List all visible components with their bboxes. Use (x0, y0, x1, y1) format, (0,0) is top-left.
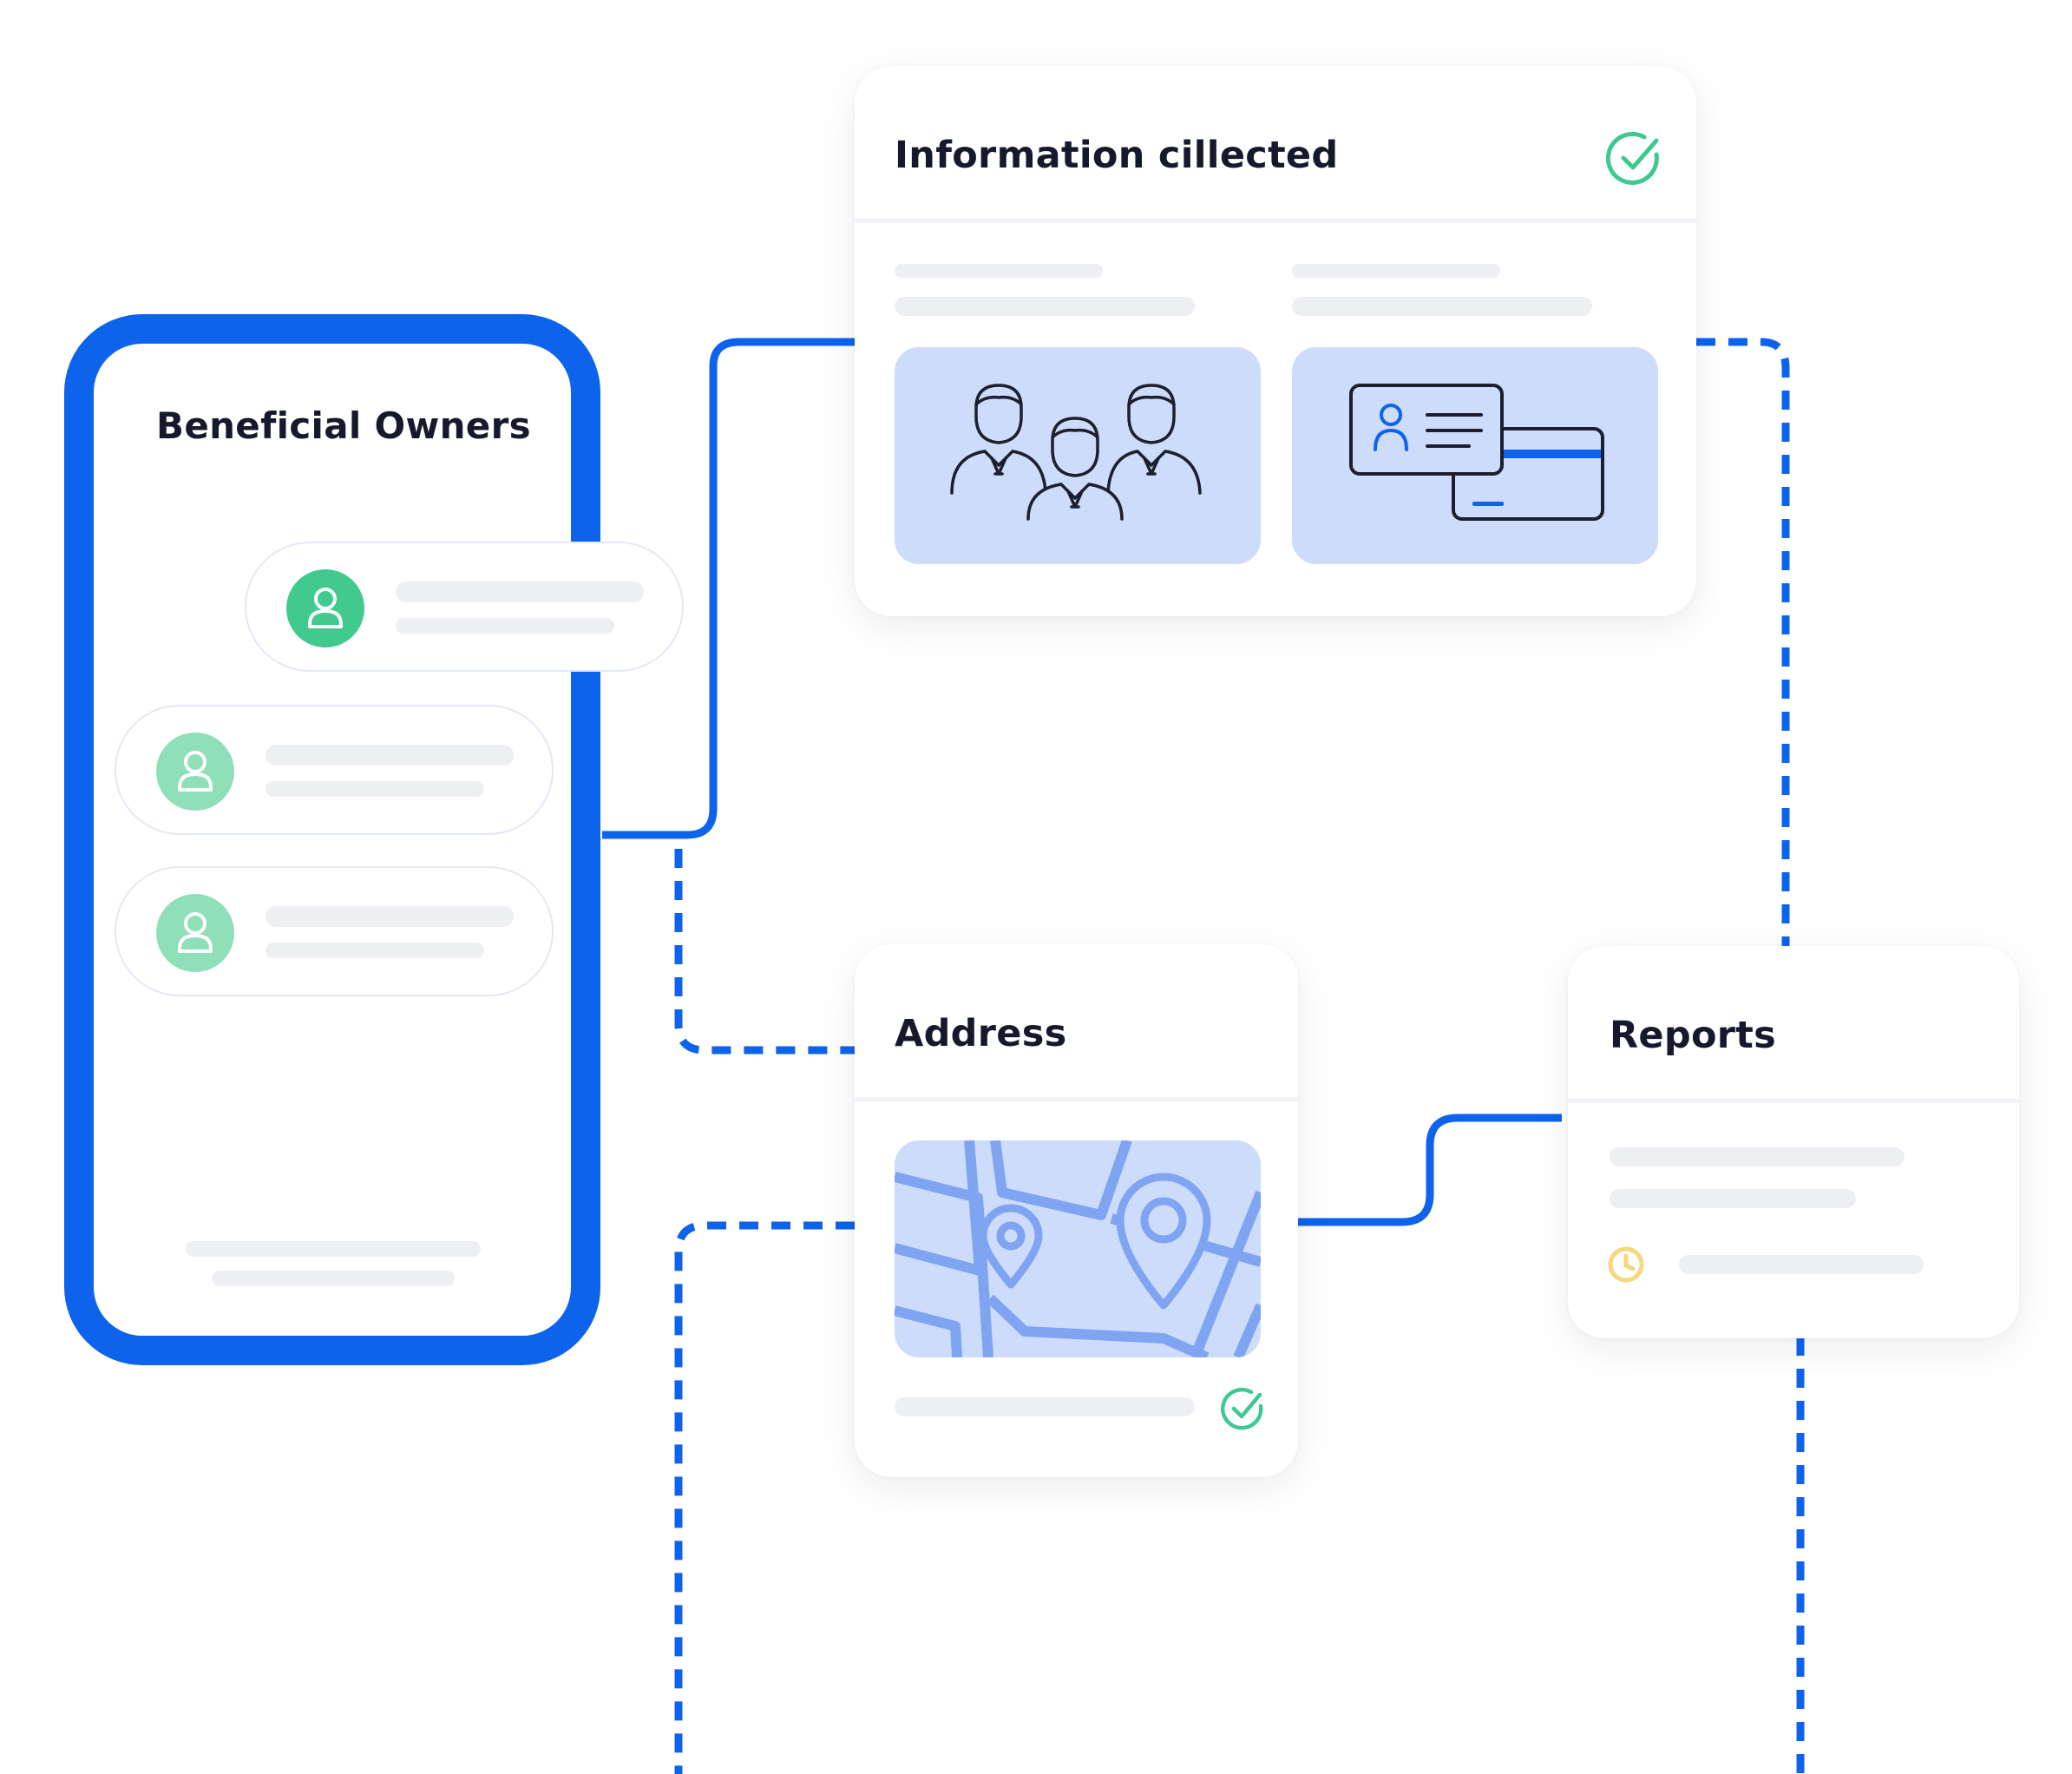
information-card-divider (855, 219, 1696, 223)
owner-avatar (156, 894, 234, 972)
beneficial-owners-phone: Beneficial Owners (64, 314, 600, 1365)
reports-card-title: Reports (1610, 1014, 1777, 1057)
field-value-placeholder (1292, 297, 1592, 316)
connector-address-down (674, 1221, 855, 1774)
phone-footer-line (186, 1241, 481, 1257)
address-card-divider (855, 1097, 1298, 1101)
connector-info-reports (1696, 338, 1790, 946)
connector-address-reports (1298, 1114, 1562, 1226)
information-card-title: Information cillected (895, 134, 1339, 177)
map-icon (895, 1140, 1261, 1357)
field-label-placeholder (895, 264, 1103, 278)
phone-title: Beneficial Owners (156, 404, 531, 447)
report-line-placeholder (1610, 1189, 1856, 1208)
address-card-title: Address (895, 1012, 1067, 1055)
report-status-placeholder (1679, 1255, 1924, 1274)
owner-name-placeholder (266, 745, 514, 765)
owner-detail-placeholder (266, 943, 484, 958)
owner-list-item[interactable] (115, 705, 554, 835)
id-card-icon (1349, 384, 1604, 521)
check-circle-icon (1220, 1387, 1263, 1430)
connector-phone-info (602, 338, 855, 839)
address-card[interactable]: Address (855, 944, 1298, 1477)
owner-name-placeholder (266, 906, 514, 927)
field-value-placeholder (895, 297, 1195, 316)
information-card[interactable]: Information cillected (855, 66, 1696, 616)
phone-footer-line (212, 1271, 455, 1286)
owner-list-item[interactable] (115, 866, 554, 996)
connector-phone-address (674, 849, 855, 1055)
address-line-placeholder (895, 1397, 1195, 1416)
reports-card[interactable]: Reports (1568, 946, 2019, 1338)
user-icon (308, 588, 343, 628)
owner-list-item[interactable] (245, 542, 684, 672)
owner-avatar (156, 733, 234, 811)
check-circle-icon (1605, 131, 1659, 185)
owner-name-placeholder (396, 581, 644, 602)
people-group-icon (950, 384, 1202, 521)
user-icon (178, 751, 213, 792)
owners-tile[interactable] (895, 347, 1261, 564)
map-tile[interactable] (895, 1140, 1261, 1357)
user-icon (178, 912, 213, 953)
clock-icon (1608, 1246, 1644, 1283)
owner-avatar (286, 569, 364, 647)
field-label-placeholder (1292, 264, 1500, 278)
owner-detail-placeholder (396, 618, 614, 634)
report-line-placeholder (1610, 1147, 1905, 1166)
documents-tile[interactable] (1292, 347, 1658, 564)
reports-card-divider (1568, 1099, 2019, 1103)
owner-detail-placeholder (266, 781, 484, 797)
